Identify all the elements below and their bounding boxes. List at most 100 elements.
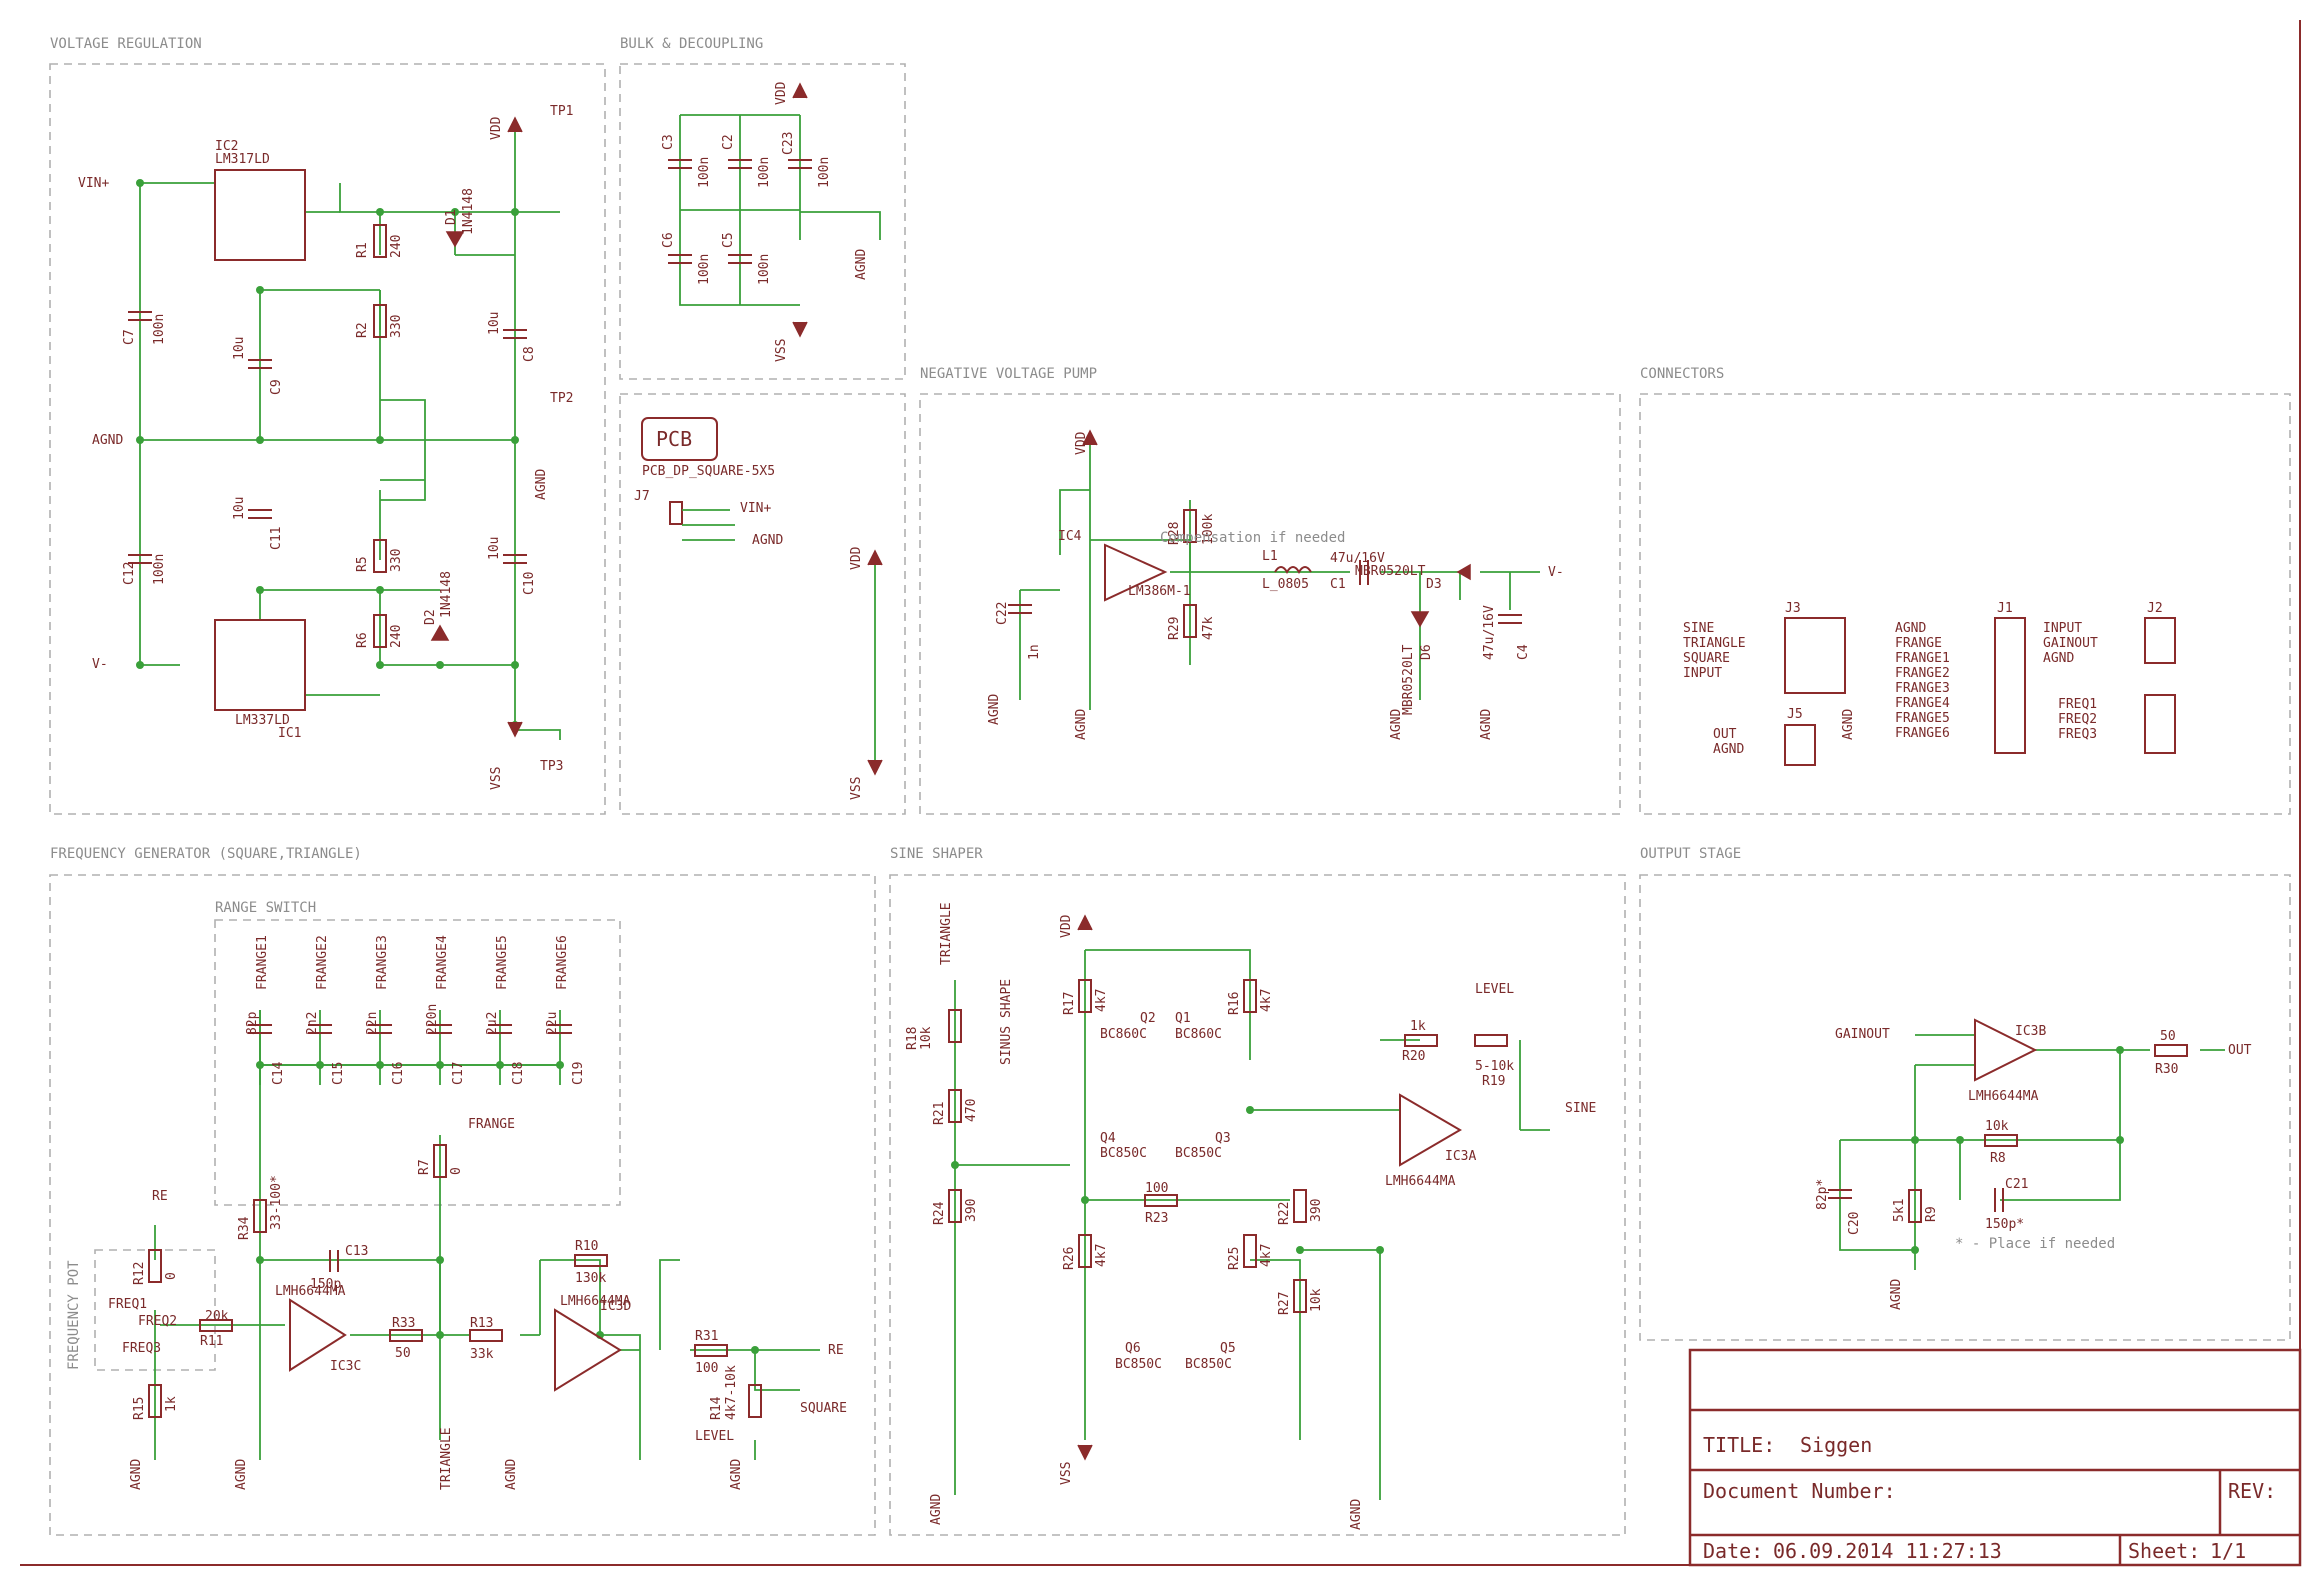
d3-symbol	[1456, 563, 1471, 581]
sine-agnd-1: AGND	[929, 1494, 944, 1525]
r17-value: 4k7	[1094, 989, 1109, 1012]
r23-value: 100	[1145, 1181, 1168, 1196]
ic2-ref: IC2	[215, 139, 238, 154]
d1-symbol	[445, 231, 465, 248]
c1-ref: C1	[1330, 577, 1346, 592]
d2-value: 1N4148	[439, 571, 454, 618]
pcb-block: PCB PCB_DP_SQUARE-5X5 J7 VIN+ AGND VDD V…	[634, 417, 883, 800]
conn-agnd: AGND	[1841, 709, 1856, 740]
connector-pin-label: TRIANGLE	[1683, 636, 1746, 651]
q1-value: BC860C	[1175, 1027, 1222, 1042]
frame-pump	[919, 393, 1621, 815]
frame-connectors	[1639, 393, 2291, 815]
d1-ref: D1	[444, 209, 459, 225]
r21-ref: R21	[932, 1102, 947, 1125]
j1-ref: J1	[1997, 601, 2013, 616]
r16-value: 4k7	[1259, 989, 1274, 1012]
r31-ref: R31	[695, 1329, 718, 1344]
r16-ref: R16	[1227, 992, 1242, 1015]
r20-body	[1404, 1034, 1438, 1047]
connector-pin-label: AGND	[1895, 621, 1926, 636]
connector-pin-label: SQUARE	[1683, 651, 1730, 666]
connector-pin-label: FRANGE4	[1895, 696, 1950, 711]
j7-symbol	[669, 501, 683, 525]
range-cap-symbol	[488, 1024, 512, 1034]
net-re-in: RE	[152, 1189, 168, 1204]
pcb-net-vss: VSS	[849, 777, 864, 800]
q5-ref: Q5	[1220, 1341, 1236, 1356]
frame-bulk	[619, 63, 906, 380]
section-title-output: OUTPUT STAGE	[1640, 846, 1741, 862]
r9-body	[1908, 1189, 1922, 1223]
q4-value: BC850C	[1100, 1146, 1147, 1161]
c6-value: 100n	[697, 254, 712, 285]
pump-agnd-4: AGND	[1479, 709, 1494, 740]
pcb-net-vdd: VDD	[849, 546, 864, 570]
tp2-label: TP2	[550, 391, 573, 406]
r2-body	[373, 304, 387, 338]
vss-arrow	[507, 721, 523, 738]
d6-ref: D6	[1419, 644, 1434, 660]
q5-value: BC850C	[1185, 1357, 1232, 1372]
r22-value: 390	[1309, 1199, 1324, 1222]
c9-value: 10u	[232, 337, 247, 360]
net-out: OUT	[2228, 1043, 2252, 1058]
j1-header	[1994, 617, 2026, 754]
bulk-net-agnd: AGND	[854, 249, 869, 280]
c4-ref: C4	[1516, 644, 1531, 660]
connector-pin-label: AGND	[2043, 651, 2074, 666]
r15-ref: R15	[132, 1397, 147, 1420]
r15-value: 1k	[164, 1396, 179, 1412]
ic3c-value: LMH6644MA	[275, 1284, 346, 1299]
connector-pin-label: INPUT	[2043, 621, 2082, 636]
r25-body	[1243, 1234, 1257, 1268]
c22-ref: C22	[995, 602, 1010, 625]
r5-value: 330	[389, 549, 404, 572]
r14-ref: R14	[709, 1396, 724, 1420]
r7-ref: R7	[417, 1159, 432, 1175]
range-cap-value: 220n	[425, 1004, 440, 1035]
l1-ref: L1	[1262, 549, 1278, 564]
r17-ref: R17	[1062, 992, 1077, 1015]
net-agnd: AGND	[92, 433, 123, 448]
r8-ref: R8	[1990, 1151, 2006, 1166]
range-cap-symbol	[308, 1024, 332, 1034]
connector-pin-label: SINE	[1683, 621, 1714, 636]
r26-value: 4k7	[1094, 1244, 1109, 1267]
ic1-ref: IC1	[278, 726, 301, 741]
section-title-freqgen: FREQUENCY GENERATOR (SQUARE,TRIANGLE)	[50, 846, 362, 862]
r15-body	[148, 1384, 162, 1418]
r13-ref: R13	[470, 1316, 493, 1331]
pcb-symbol	[641, 417, 718, 461]
r27-ref: R27	[1277, 1292, 1292, 1315]
ic3d-ref: IC3D	[600, 1299, 631, 1314]
r12-body	[148, 1249, 162, 1283]
r6-body	[373, 614, 387, 648]
r14-value: 4k7-10k	[724, 1365, 739, 1420]
r9-value: 5k1	[1892, 1199, 1907, 1222]
range-cap-value: 22n	[365, 1012, 380, 1035]
c21-value: 150p*	[1985, 1217, 2024, 1232]
r7-value: 0	[449, 1167, 464, 1175]
frame-range	[214, 919, 621, 1206]
q4-ref: Q4	[1100, 1131, 1116, 1146]
sheet-label: Sheet:	[2128, 1539, 2200, 1563]
freq-agnd-2: AGND	[234, 1459, 249, 1490]
bulk-net-vss: VSS	[774, 339, 789, 362]
sine-vdd-arrow	[1077, 914, 1093, 931]
date-value: 06.09.2014 11:27:13	[1773, 1539, 2002, 1563]
ic4-ref: IC4	[1058, 529, 1082, 544]
pump-net-vminus: V-	[1548, 565, 1564, 580]
bulk-net-vdd: VDD	[774, 81, 789, 105]
net-vdd: VDD	[489, 116, 504, 140]
c13-ref: C13	[345, 1244, 368, 1259]
ic3c-opamp	[289, 1298, 347, 1372]
r14-body	[748, 1384, 762, 1418]
connector-pin-label: AGND	[1713, 742, 1744, 757]
r22-body	[1293, 1189, 1307, 1223]
r23-body	[1144, 1194, 1178, 1207]
ic3c-ref: IC3C	[330, 1359, 361, 1374]
range-cap-net: FRANGE2	[315, 935, 330, 990]
connector-pin-label: FREQ1	[2058, 697, 2097, 712]
r7-body	[433, 1144, 447, 1178]
